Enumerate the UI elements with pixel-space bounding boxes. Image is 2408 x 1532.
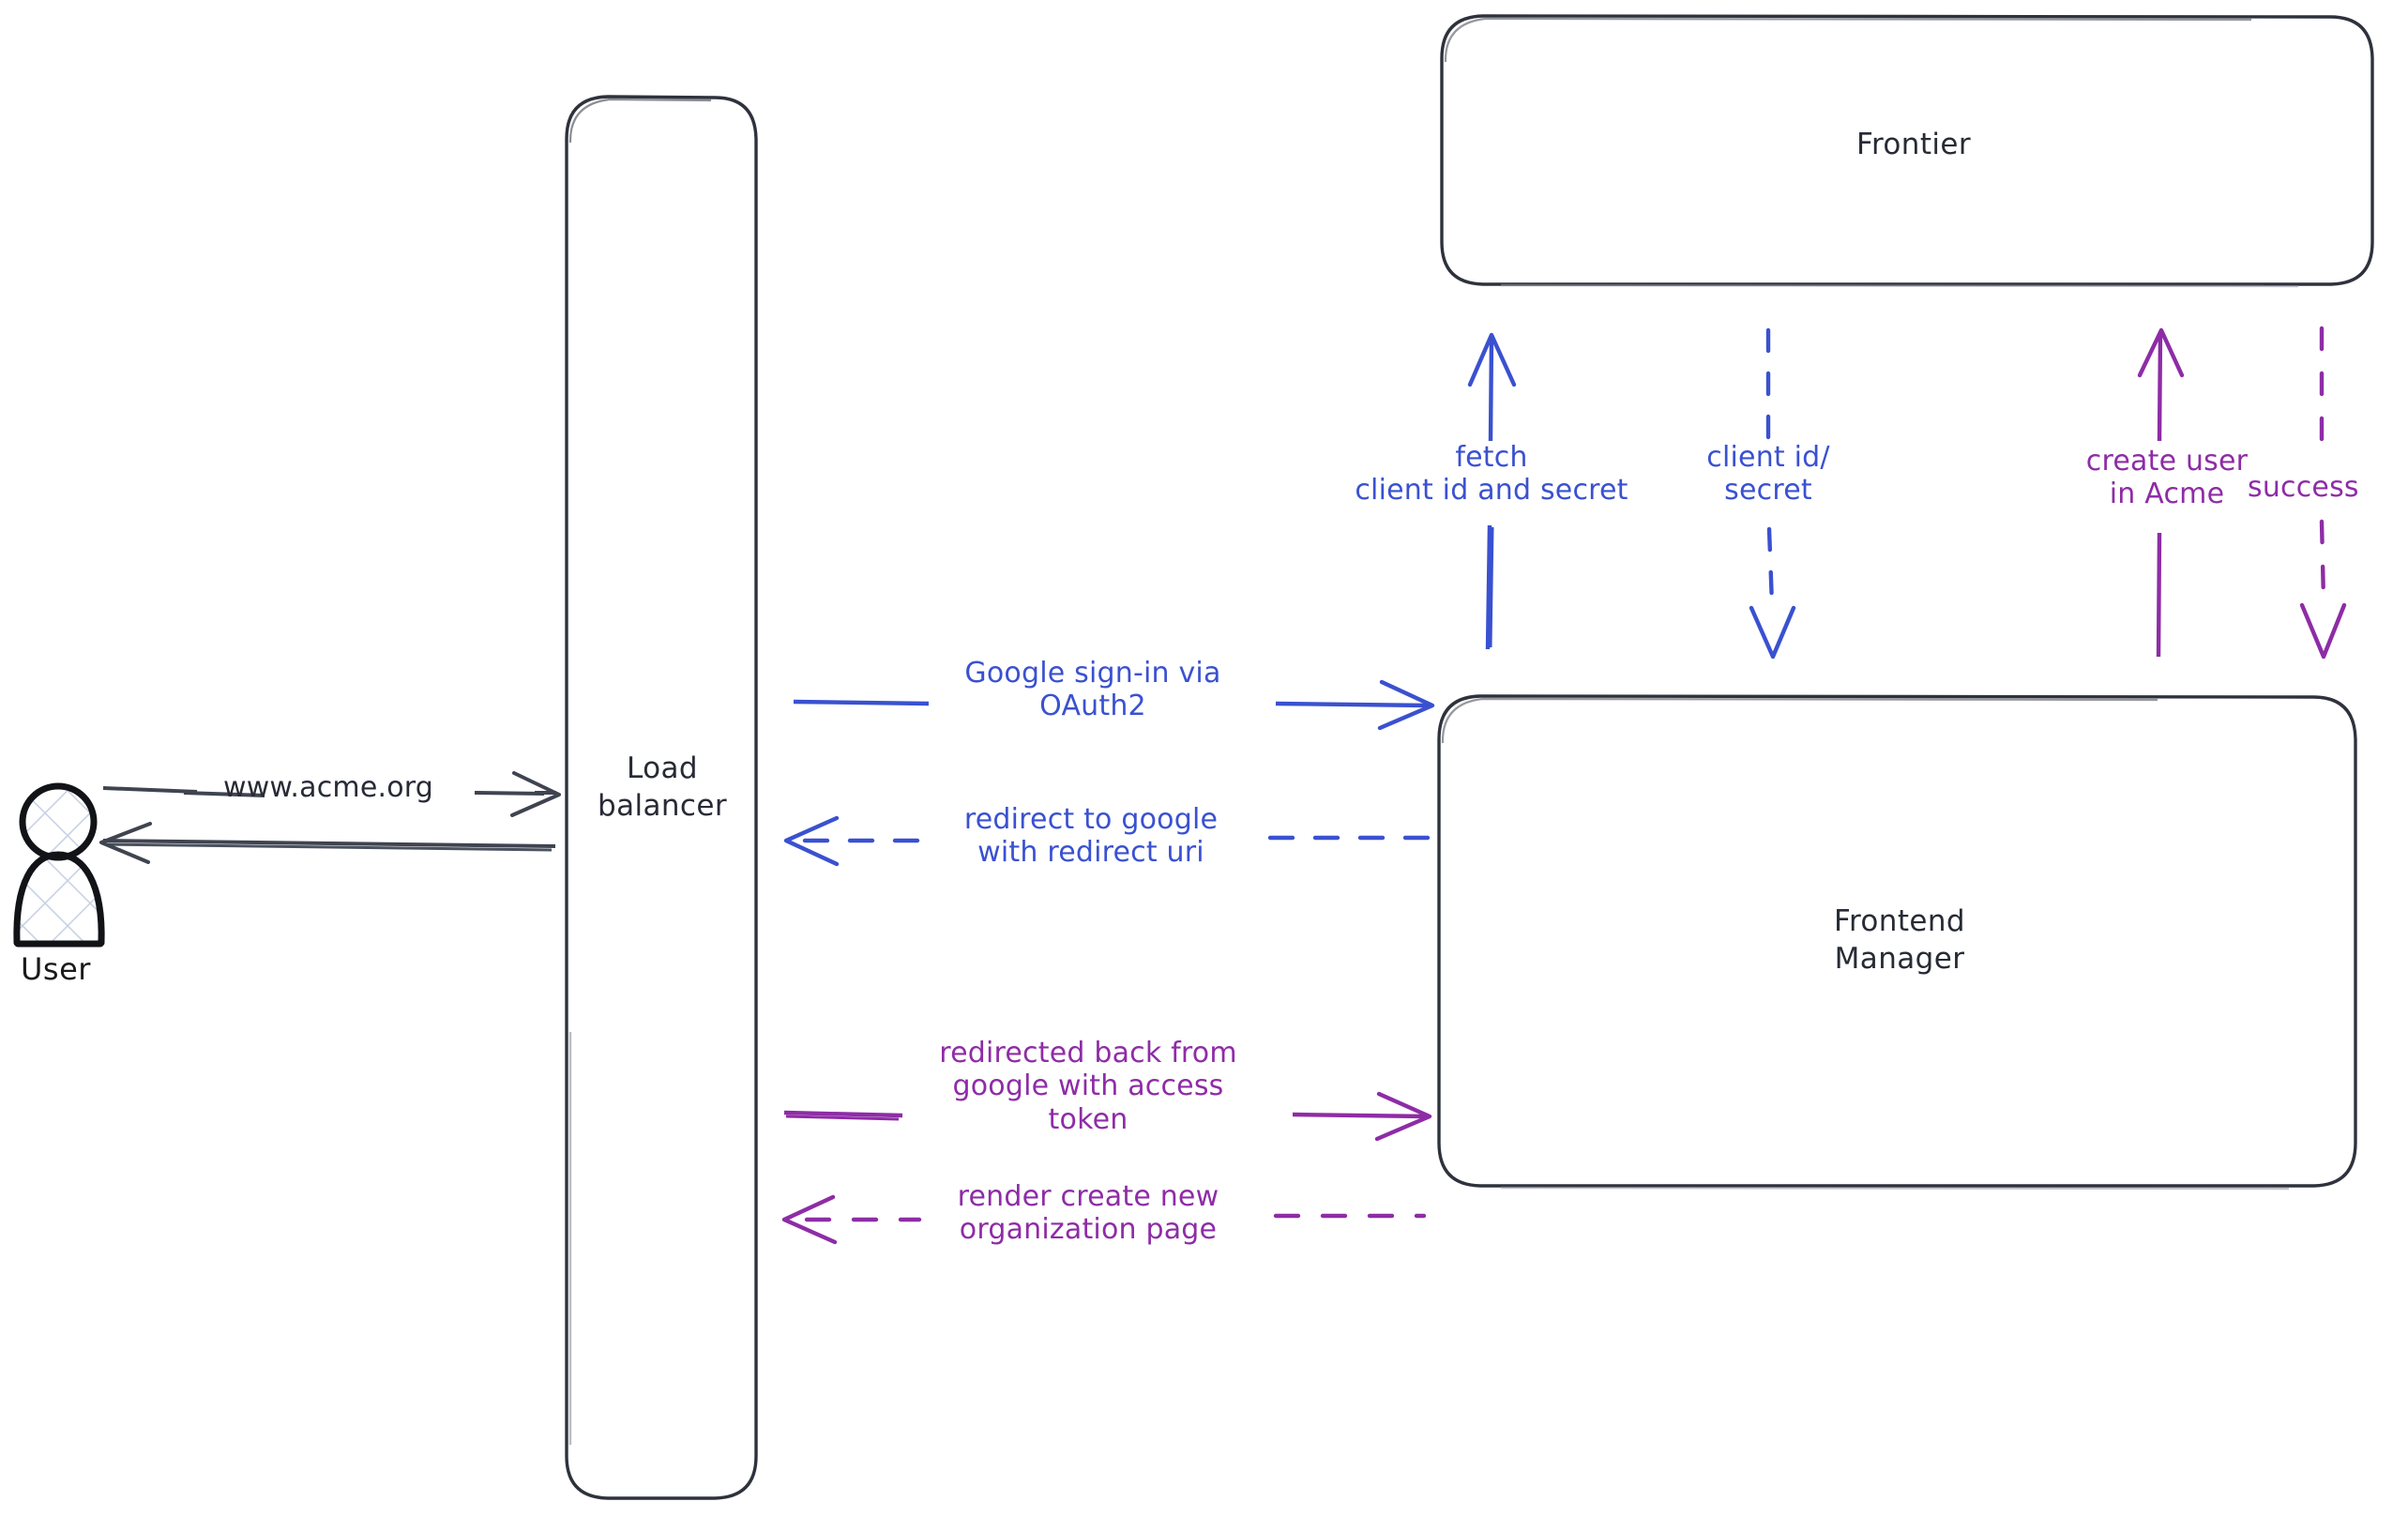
edge-fm-to-frontier-fetch	[1467, 332, 1517, 650]
edge-frontier-to-fm-success	[2299, 326, 2347, 660]
edge-lb-to-fm-token	[783, 1091, 1432, 1142]
edge-label-lb-to-fm-signin: Google sign-in via OAuth2	[964, 657, 1221, 723]
edge-fm-to-lb-redirect	[783, 815, 1436, 867]
edge-label-fm-to-lb-redirect: redirect to google with redirect uri	[963, 803, 1219, 870]
node-frontier-shape[interactable]	[1440, 14, 2374, 288]
edge-label-frontier-to-fm-creds: client id/ secret	[1706, 441, 1830, 508]
node-load-balancer-shape[interactable]	[565, 95, 758, 1500]
edge-fm-to-frontier-create-user	[2137, 327, 2185, 658]
edge-label-lb-to-fm-token: redirected back from google with access …	[939, 1037, 1237, 1136]
edge-label-fm-to-frontier-fetch: fetch client id and secret	[1355, 441, 1628, 508]
node-frontend-manager-shape[interactable]	[1437, 694, 2357, 1191]
edge-label-frontier-to-fm-success: success	[2248, 471, 2359, 504]
edge-lb-to-fm-signin	[793, 679, 1435, 731]
edge-label-fm-to-frontier-create-user: create user in Acme	[2085, 445, 2249, 511]
edge-fm-to-lb-render	[781, 1194, 1427, 1245]
edge-label-fm-to-lb-render: render create new organization page	[957, 1180, 1219, 1247]
actor-label-user: User	[21, 951, 91, 987]
user-actor-icon	[13, 782, 105, 948]
edge-user-to-lb	[102, 771, 561, 817]
edge-frontier-to-fm-creds	[1749, 327, 1796, 660]
edge-lb-to-user	[99, 822, 556, 864]
edge-label-user-to-lb: www.acme.org	[222, 771, 434, 804]
